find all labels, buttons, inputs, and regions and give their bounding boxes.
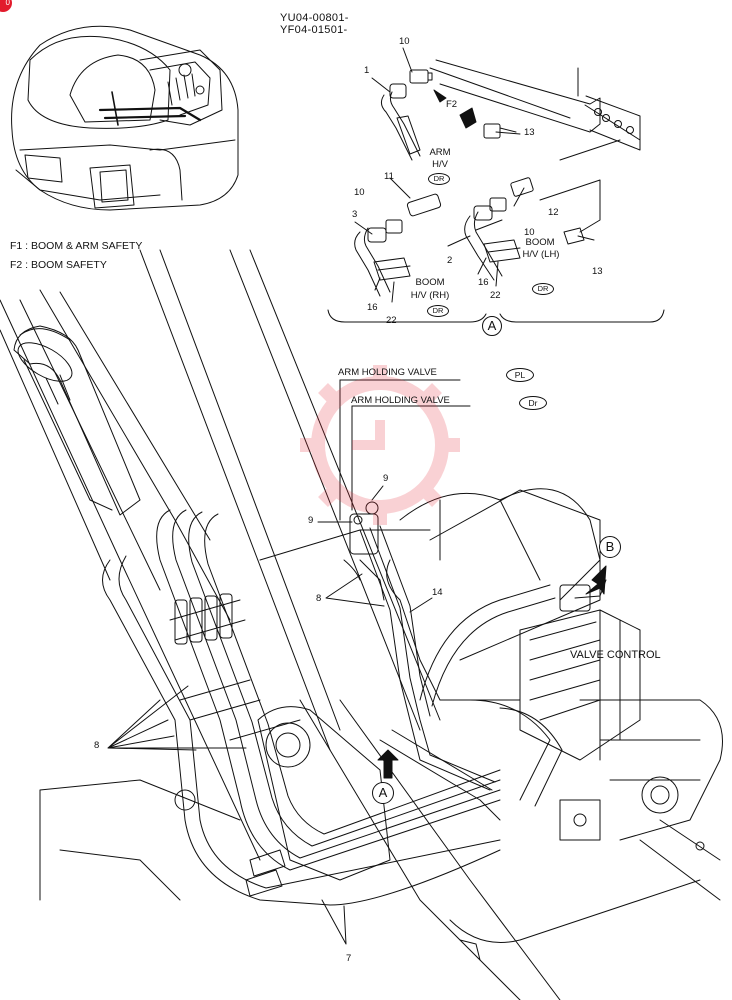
dr-tag: DR [427,305,449,317]
view-b-marker: B [599,536,621,558]
part-number: 1 [364,65,370,76]
part-number: 14 [432,587,443,598]
pl-tag: PL [506,368,534,382]
part-number: 11 [384,171,394,182]
part-number: 12 [548,207,559,218]
legend-f2: F2 : BOOM SAFETY [10,259,107,271]
part-number: 10 [524,227,535,238]
model-code-2: YF04-01501- [280,24,348,36]
boom-hv-rh-label-1: BOOM [415,277,445,288]
dr-tag: DR [428,173,450,185]
dr-tag: DR [532,283,554,295]
main-assembly [0,249,723,1000]
arm-hv-label-1: ARM [429,147,451,158]
part-number: 10 [399,36,410,47]
view-a-marker: A [482,316,502,336]
part-number: 10 [354,187,365,198]
part-number: 16 [478,277,489,288]
excavator-overview [11,25,239,211]
part-number: 9 [383,473,389,484]
watermark-logo [300,365,460,525]
part-number: 13 [592,266,603,277]
part-number: 16 [367,302,378,313]
boom-hv-rh-label-2: H/V (RH) [410,290,450,301]
part-number: 9 [308,515,314,526]
part-number: 8 [316,593,322,604]
valve-control-label: VALVE CONTROL [570,649,661,661]
arm-holding-valve-pl-label: ARM HOLDING VALVE [338,367,437,378]
arm-hv-label-2: H/V [432,159,448,170]
part-number: 3 [352,209,358,220]
detail-view-a [327,47,665,323]
arm-holding-valve-dr-label: ARM HOLDING VALVE [351,395,450,406]
label-f2: F2 [446,99,458,110]
boom-hv-lh-label-1: BOOM [525,237,555,248]
part-number: 22 [490,290,501,301]
part-number: 2 [447,255,453,266]
view-a-marker: A [372,782,394,804]
model-code-1: YU04-00801- [280,12,349,24]
part-number: 8 [94,740,100,751]
part-number: 13 [524,127,535,138]
dr-tag: Dr [519,396,547,410]
boom-hv-lh-label-2: H/V (LH) [522,249,560,260]
corner-badge: 0 [0,0,12,12]
part-number: 7 [346,953,352,964]
part-number: 22 [386,315,397,326]
legend-f1: F1 : BOOM & ARM SAFETY [10,240,143,252]
